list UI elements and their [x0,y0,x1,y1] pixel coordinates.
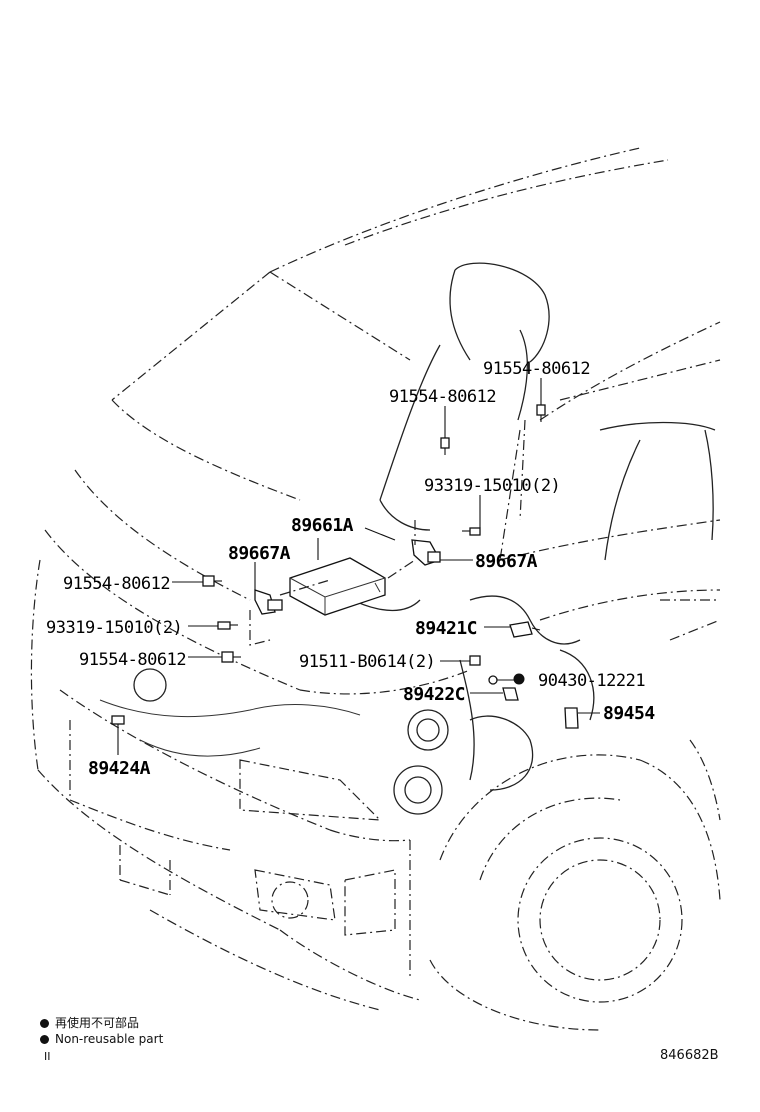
leader-lines [117,378,600,755]
legend-english: Non-reusable part [40,1032,163,1046]
footer-mark: II [44,1050,51,1063]
bolt-91554-upper-b [440,437,450,455]
label-89667a-right: 89667A [475,551,538,572]
label-89667a-left: 89667A [228,543,291,564]
label-93319-15010-upper: 93319-15010(2) [424,476,560,496]
label-89421c: 89421C [415,618,477,639]
non-reusable-dot-icon [40,1035,49,1044]
label-90430-12221: 90430-12221 [538,671,645,691]
label-91554-80612-left: 91554-80612 [63,574,170,594]
label-91554-80612-lower-left: 91554-80612 [79,650,186,670]
bolt-91554-left-b [221,651,241,663]
legend-japanese: 再使用不可部品 [40,1014,139,1031]
label-89424a: 89424A [88,758,151,779]
bolt-91554-upper-a [536,404,546,422]
label-89454: 89454 [603,703,655,724]
label-93319-15010-left: 93319-15010(2) [46,618,182,638]
bolt-91511 [469,655,481,666]
label-91554-80612-upper-right: 91554-80612 [483,359,590,379]
legend-japanese-text: 再使用不可部品 [55,1016,140,1030]
screw-93319-left [217,621,238,630]
bolt-91554-left-a [202,575,222,587]
label-89422c: 89422C [403,684,465,705]
engine-area [99,595,595,815]
driver-seat [319,262,716,612]
label-89661a: 89661A [291,515,354,536]
ecu-bracket-left [254,589,283,615]
diagram-code: 846682B [660,1048,719,1063]
part-labels: 91554-80612 91554-80612 93319-15010(2) 8… [46,359,656,779]
label-91554-80612-upper-left: 91554-80612 [389,387,496,407]
engine-control-ecu [289,557,386,616]
sensor-89454 [564,707,579,729]
label-91511-b0614: 91511-B0614(2) [299,652,435,672]
legend-english-text: Non-reusable part [55,1032,164,1046]
vehicle-body-outline [30,147,721,1031]
sensor-89422c [502,687,519,701]
sensor-89424a [111,715,125,732]
non-reusable-dot-icon [40,1019,49,1028]
ecu-bracket-right [411,539,441,566]
sensor-89421c [509,621,541,638]
gasket-90430 [488,673,525,685]
screw-93319-upper [462,527,481,536]
